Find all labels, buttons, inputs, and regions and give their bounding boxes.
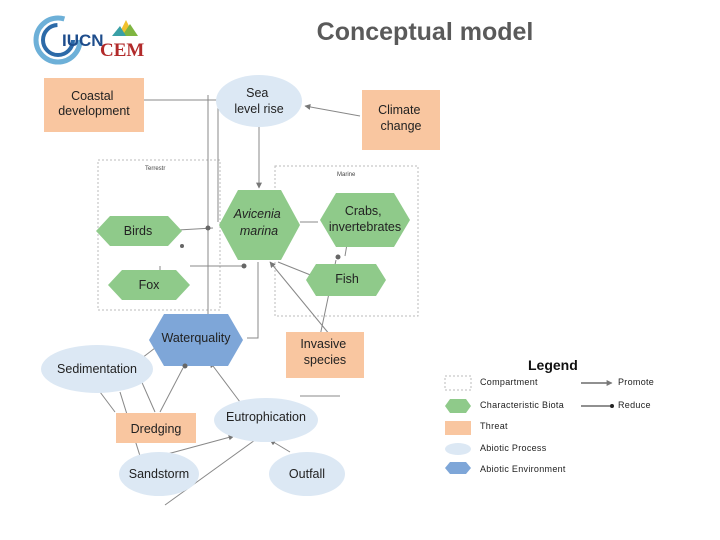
marine-compartment — [274, 165, 419, 317]
crabs-invertebrates-label: Crabs, invertebrates — [329, 204, 401, 234]
legend-compartment-swatch — [444, 375, 472, 391]
eutrophication-label: Eutrophication — [226, 410, 306, 424]
edge-climate-to-sealevel — [304, 104, 361, 117]
eutrophication-node — [214, 398, 318, 442]
legend-reduce-dot-icon — [610, 404, 614, 408]
legend-abiotic-process-label: Abiotic Process — [480, 443, 547, 453]
legend-biota-label: Characteristic Biota — [480, 400, 565, 410]
legend-abiotic-environment-swatch — [445, 462, 471, 474]
outfall-label: Outfall — [289, 467, 325, 481]
climate-change-node — [362, 90, 440, 150]
fox-label: Fox — [139, 278, 161, 292]
terrestrial-compartment-label: Terrestr — [145, 166, 165, 172]
cem-logo: CEM — [100, 20, 144, 61]
edge-invasive-to-avicenia — [269, 261, 331, 336]
legend-promote-label: Promote — [618, 377, 655, 387]
edge-coastal-to-avicenia — [144, 99, 219, 222]
birds-label: Birds — [124, 224, 152, 238]
coastal-development-node — [44, 78, 144, 132]
iucn-inner-ring-icon — [41, 23, 75, 57]
sedimentation-node — [41, 345, 153, 393]
birds-node — [96, 216, 182, 246]
legend-threat-label: Threat — [480, 421, 508, 431]
coastal-development-label: Coastal development — [58, 89, 130, 118]
iucn-logo: IUCN — [33, 15, 104, 65]
sea-level-rise-label: Sea level rise — [234, 86, 283, 116]
fish-label: Fish — [335, 272, 359, 286]
fish-node — [306, 264, 386, 296]
iucn-logo-text: IUCN — [62, 31, 104, 50]
legend-abiotic-process-swatch — [445, 443, 471, 455]
invasive-species-node — [286, 332, 364, 378]
sandstorm-label: Sandstorm — [129, 467, 189, 481]
legend-abiotic-environment-label: Abiotic Environment — [480, 464, 566, 474]
climate-change-label: Climate change — [378, 103, 424, 133]
edge-waterquality-to-avicenia — [247, 262, 259, 339]
invasive-species-label: Invasive species — [300, 337, 349, 367]
waterquality-node — [149, 314, 243, 366]
edge-waterquality-dredging — [159, 367, 184, 413]
avicenia-marina-node — [219, 190, 300, 260]
marine-compartment-label: Marine — [337, 172, 356, 178]
edge-eutrophication-sandstorm-lower — [164, 439, 256, 506]
legend-title: Legend — [528, 357, 578, 373]
crabs-invertebrates-node — [320, 193, 410, 247]
edge-outfall-to-eutrophication — [269, 439, 291, 453]
edge-sedimentation-dredging — [139, 377, 156, 413]
cem-leaf-icon — [122, 24, 138, 36]
iucn-ring-icon — [33, 15, 83, 65]
waterquality-label: Waterquality — [161, 331, 231, 345]
avicenia-marina-label: Avicenia marina — [233, 207, 285, 238]
fox-node — [108, 270, 190, 300]
outfall-node — [269, 452, 345, 496]
sandstorm-node — [119, 452, 199, 496]
legend-threat-swatch — [445, 421, 471, 435]
dredging-label: Dredging — [131, 422, 182, 436]
edge-eutrophication-to-waterquality — [209, 361, 241, 403]
sedimentation-label: Sedimentation — [57, 362, 137, 376]
dredging-node — [116, 413, 196, 443]
edges — [99, 95, 361, 506]
edge-sedimentation-dredging-left — [99, 391, 116, 413]
legend-biota-swatch — [445, 399, 471, 413]
terrestrial-compartment — [97, 159, 221, 311]
page-title: Conceptual model — [316, 18, 534, 46]
legend-reduce-label: Reduce — [618, 400, 651, 410]
sea-level-rise-node — [216, 75, 302, 127]
cem-logo-text: CEM — [100, 40, 144, 61]
edge-sandstorm-to-eutrophication — [159, 434, 235, 457]
legend-compartment-label: Compartment — [480, 377, 538, 387]
junction-dots — [180, 225, 341, 369]
cem-wave-icon — [112, 26, 126, 36]
